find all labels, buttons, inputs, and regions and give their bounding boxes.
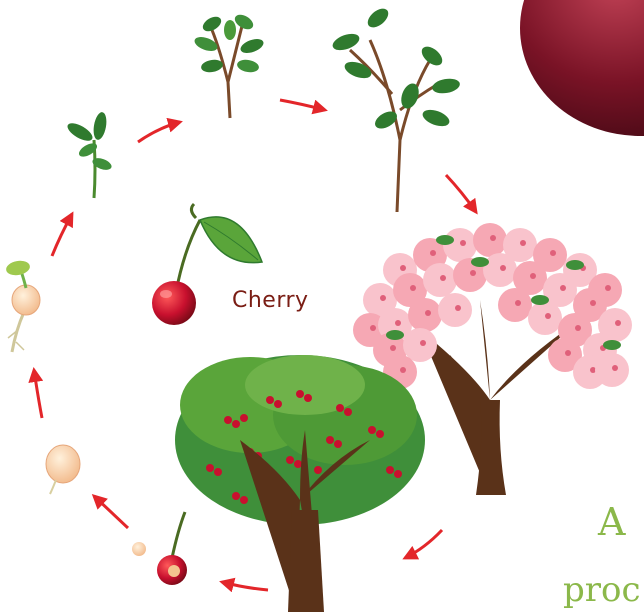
tree-cherry — [206, 464, 214, 472]
tree-cherry — [286, 456, 294, 464]
blossom-cluster — [473, 223, 507, 257]
stage-fruiting-tree — [175, 355, 425, 612]
tree-cherry — [224, 416, 232, 424]
tree-cherry — [376, 430, 384, 438]
blossom-center — [490, 235, 496, 241]
blossom-center — [400, 367, 406, 373]
stage-seedling — [65, 111, 113, 198]
blossom-canopy — [353, 223, 632, 389]
blossom-leaf — [603, 340, 621, 350]
arrow-seedling-to-young-plant — [138, 122, 180, 142]
tree-cherry — [336, 404, 344, 412]
tree-cherry — [296, 390, 304, 398]
arrow-sapling-to-flowering — [446, 175, 476, 212]
blossom-center — [460, 240, 466, 246]
stage-cherry-fruit — [157, 512, 187, 585]
blossom-cluster — [528, 301, 562, 335]
blossom-center — [425, 310, 431, 316]
tree-cherry — [294, 460, 302, 468]
blossom-center — [430, 250, 436, 256]
blossom-cluster — [443, 228, 477, 262]
stage-young-plant — [193, 12, 266, 118]
blossom-cluster — [483, 253, 517, 287]
blossom-center — [590, 300, 596, 306]
blossom-center — [560, 285, 566, 291]
blossom-center — [470, 270, 476, 276]
tree-cherry — [240, 496, 248, 504]
blossom-center — [455, 305, 461, 311]
edge-heading-fragment: A — [598, 500, 625, 544]
blossom-center — [420, 340, 426, 346]
tree-cherry — [386, 466, 394, 474]
blossom-center — [565, 350, 571, 356]
diagram-center-label: Cherry — [232, 288, 309, 313]
tree-cherry — [214, 468, 222, 476]
blossom-center — [520, 240, 526, 246]
blossom-leaf — [531, 295, 549, 305]
tree-cherry — [304, 394, 312, 402]
blossom-center — [515, 300, 521, 306]
blossom-center — [395, 320, 401, 326]
arrow-cherry-to-pit — [222, 582, 268, 590]
blossom-center — [500, 265, 506, 271]
blossom-center — [440, 275, 446, 281]
tree-cherry — [232, 420, 240, 428]
tree-cherry — [240, 414, 248, 422]
blossom-cluster — [595, 353, 629, 387]
blossom-center — [612, 365, 618, 371]
blossom-cluster — [403, 328, 437, 362]
blossom-center — [615, 320, 621, 326]
blossom-center — [370, 325, 376, 331]
tree-cherry — [368, 426, 376, 434]
tree-cherry — [326, 436, 334, 444]
tree-cherry — [274, 400, 282, 408]
blossom-center — [545, 313, 551, 319]
arrow-seed-to-germination — [34, 370, 42, 418]
edge-subheading-fragment: proc — [563, 570, 641, 610]
blossom-center — [380, 295, 386, 301]
blossom-leaf — [436, 235, 454, 245]
blossom-center — [390, 345, 396, 351]
blossom-center — [530, 273, 536, 279]
stage-seed — [46, 445, 80, 494]
arrow-germination-to-seedling — [52, 214, 72, 256]
blossom-cluster — [423, 263, 457, 297]
blossom-center — [410, 285, 416, 291]
blossom-cluster — [438, 293, 472, 327]
stage-germinating-seed — [5, 259, 40, 352]
tree-cherry — [344, 408, 352, 416]
blossom-cluster — [498, 288, 532, 322]
tree-cherry — [232, 492, 240, 500]
background-fruit — [520, 0, 644, 136]
tree-cherry — [266, 396, 274, 404]
blossom-center — [605, 285, 611, 291]
blossom-leaf — [566, 260, 584, 270]
blossom-center — [400, 265, 406, 271]
blossom-leaf — [386, 330, 404, 340]
blossom-center — [550, 250, 556, 256]
blossom-center — [575, 325, 581, 331]
arrow-young-plant-to-sapling — [280, 100, 325, 110]
blossom-leaf — [471, 257, 489, 267]
stage-sapling — [330, 5, 461, 212]
arrow-pit-to-seed — [94, 496, 128, 528]
tree-cherry — [334, 440, 342, 448]
tree-cherry — [394, 470, 402, 478]
blossom-cluster — [408, 298, 442, 332]
arrow-fruiting-to-cherry — [405, 530, 442, 558]
stage-pit — [132, 542, 146, 556]
tree-cherry — [314, 466, 322, 474]
